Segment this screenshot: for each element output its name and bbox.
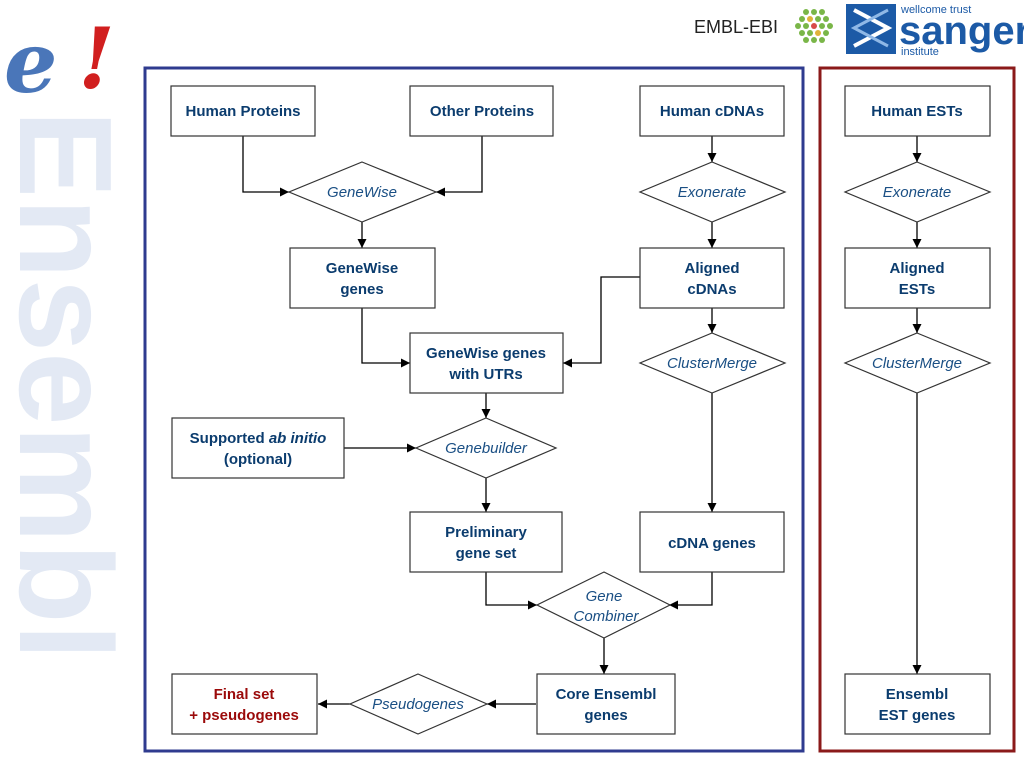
process-pseudogenes-label: Pseudogenes xyxy=(372,696,464,713)
node-final-set-line1: Final set xyxy=(214,686,275,703)
node-ab-initio-line1-plain: Supported xyxy=(190,430,269,447)
node-aligned-ests: Aligned ESTs xyxy=(844,247,991,309)
node-human-proteins: Human Proteins xyxy=(170,85,316,137)
node-aligned-ests-line2: ESTs xyxy=(899,281,935,298)
node-ab-initio-line1-italic: ab initio xyxy=(269,430,327,447)
process-genewise-label: GeneWise xyxy=(327,184,397,201)
sanger-logo: wellcome trust sanger institute xyxy=(846,4,1024,58)
node-est-genes-line2: EST genes xyxy=(879,707,956,724)
main-pipeline-panel xyxy=(143,66,805,753)
ensembl-logo-bang: ! xyxy=(78,9,115,108)
sanger-wellcome-trust: wellcome trust xyxy=(900,4,971,16)
node-genewise-utrs-line2: with UTRs xyxy=(448,366,522,383)
process-clustermerge-cdna-label: ClusterMerge xyxy=(667,355,757,372)
node-final-set: Final set + pseudogenes xyxy=(171,673,318,735)
node-core-ensembl-line2: genes xyxy=(584,707,627,724)
node-genewise-utrs: GeneWise genes with UTRs xyxy=(409,332,564,394)
node-genewise-utrs-line1: GeneWise genes xyxy=(426,345,546,362)
sanger-wordmark: sanger xyxy=(899,9,1024,53)
ebi-hexagon-icon xyxy=(795,9,833,43)
node-ab-initio-line1: Supported ab initio xyxy=(190,430,327,447)
sanger-institute: institute xyxy=(901,46,939,58)
est-pipeline-panel xyxy=(818,66,1016,753)
process-pseudogenes: Pseudogenes xyxy=(348,673,489,735)
node-preliminary-line2: gene set xyxy=(456,545,517,562)
node-est-genes-line1: Ensembl xyxy=(886,686,949,703)
node-genewise-genes-line2: genes xyxy=(340,281,383,298)
process-exonerate-est-label: Exonerate xyxy=(883,184,951,201)
node-genewise-genes: GeneWise genes xyxy=(289,247,436,309)
node-human-cdnas: Human cDNAs xyxy=(639,85,785,137)
process-clustermerge-cdna: ClusterMerge xyxy=(638,332,787,394)
node-genewise-genes-line1: GeneWise xyxy=(326,260,398,277)
ensembl-logo: e ! xyxy=(4,9,115,112)
embl-ebi-label: EMBL-EBI xyxy=(694,17,778,37)
node-preliminary-line1: Preliminary xyxy=(445,524,527,541)
node-other-proteins: Other Proteins xyxy=(409,85,554,137)
ensembl-logo-e: e xyxy=(4,13,57,112)
node-aligned-cdnas-line2: cDNAs xyxy=(687,281,736,298)
process-exonerate-cdna: Exonerate xyxy=(638,161,787,223)
process-gene-combiner-line1: Gene xyxy=(586,588,623,605)
process-genebuilder-label: Genebuilder xyxy=(445,440,528,457)
edges xyxy=(242,136,922,709)
edge-human-proteins-to-genewise xyxy=(242,136,289,197)
node-core-ensembl-line1: Core Ensembl xyxy=(556,686,657,703)
node-human-ests: Human ESTs xyxy=(844,85,991,137)
node-ensembl-est-genes: Ensembl EST genes xyxy=(844,673,991,735)
node-cdna-genes: cDNA genes xyxy=(639,511,785,573)
node-cdna-genes-label: cDNA genes xyxy=(668,535,756,552)
node-human-cdnas-label: Human cDNAs xyxy=(660,103,764,120)
edge-other-proteins-to-genewise xyxy=(436,136,483,197)
node-ab-initio-line2: (optional) xyxy=(224,451,292,468)
node-core-ensembl-genes: Core Ensembl genes xyxy=(536,673,676,735)
process-exonerate-est: Exonerate xyxy=(843,161,992,223)
process-gene-combiner: Gene Combiner xyxy=(535,571,672,639)
edge-aligned-cdnas-to-utrs xyxy=(563,276,640,368)
node-final-set-line2: + pseudogenes xyxy=(189,707,299,724)
process-clustermerge-est: ClusterMerge xyxy=(843,332,992,394)
edge-preliminary-to-combiner xyxy=(485,572,537,610)
ensembl-watermark: Ensembl xyxy=(0,110,139,660)
node-human-proteins-label: Human Proteins xyxy=(185,103,300,120)
edge-genewise-genes-to-utrs xyxy=(361,308,410,368)
node-aligned-cdnas-line1: Aligned xyxy=(685,260,740,277)
node-supported-ab-initio: Supported ab initio (optional) xyxy=(171,417,345,479)
node-aligned-ests-line1: Aligned xyxy=(890,260,945,277)
process-gene-combiner-line2: Combiner xyxy=(573,608,639,625)
process-exonerate-cdna-label: Exonerate xyxy=(678,184,746,201)
node-preliminary-gene-set: Preliminary gene set xyxy=(409,511,563,573)
process-clustermerge-est-label: ClusterMerge xyxy=(872,355,962,372)
node-other-proteins-label: Other Proteins xyxy=(430,103,534,120)
process-genebuilder: Genebuilder xyxy=(414,417,558,479)
edge-cdna-genes-to-combiner xyxy=(669,572,713,610)
node-human-ests-label: Human ESTs xyxy=(871,103,962,120)
node-aligned-cdnas: Aligned cDNAs xyxy=(639,247,785,309)
embl-ebi-logo: EMBL-EBI xyxy=(694,9,833,43)
process-genewise: GeneWise xyxy=(287,161,438,223)
